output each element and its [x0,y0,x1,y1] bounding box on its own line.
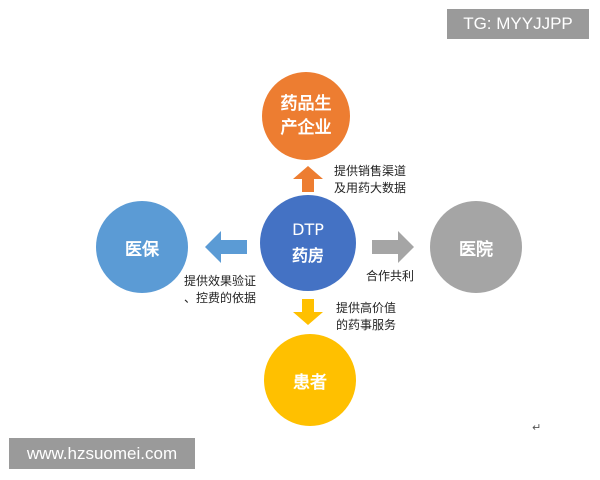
node-patient-label: 患者 [293,372,327,393]
node-manufacturer-line1: 药品生 [280,94,332,114]
watermark-top: TG: MYYJJPP [447,9,589,39]
edge-label-insurance-line2: 、控费的依据 [184,291,257,305]
edge-label-insurance-line1: 提供效果验证 [184,274,257,288]
edge-label-insurance: 提供效果验证 、控费的依据 [184,273,256,307]
arrow-right-icon [372,231,414,263]
node-dtp-pharmacy: DTP 药房 [260,195,356,291]
watermark-bottom: www.hzsuomei.com [9,438,195,469]
arrow-up-icon [293,166,323,192]
node-insurance: 医保 [96,201,188,293]
arrow-down-icon [293,299,323,325]
edge-label-hospital: 合作共利 [366,268,414,285]
arrow-left-icon [205,231,247,263]
node-hospital-label: 医院 [459,239,493,260]
edge-label-hospital-text: 合作共利 [366,269,415,283]
return-mark-icon: ↵ [532,421,542,434]
node-manufacturer: 药品生 产企业 [262,72,350,160]
edge-label-patient-line1: 提供高价值 [336,301,397,315]
edge-label-manufacturer-line1: 提供销售渠道 [334,164,407,178]
edge-label-manufacturer-line2: 及用药大数据 [334,181,407,195]
node-dtp-line1: DTP [292,220,324,239]
node-patient: 患者 [264,334,356,426]
node-insurance-label: 医保 [125,239,159,260]
node-dtp-line2: 药房 [291,246,324,265]
node-manufacturer-line2: 产企业 [280,118,332,138]
edge-label-patient: 提供高价值 的药事服务 [336,300,396,334]
edge-label-manufacturer: 提供销售渠道 及用药大数据 [334,163,406,197]
edge-label-patient-line2: 的药事服务 [336,318,397,332]
node-hospital: 医院 [430,201,522,293]
